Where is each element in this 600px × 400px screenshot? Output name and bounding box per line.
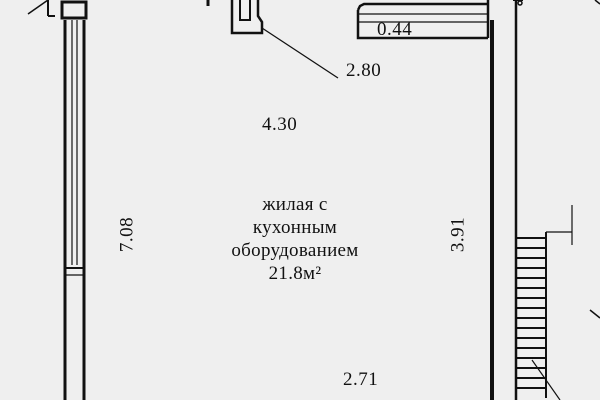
dimension-label-4-30: 4.30	[262, 114, 298, 135]
room-area: 21.8м²	[268, 263, 322, 284]
right-wall	[490, 0, 523, 400]
dimension-label-2-80: 2.80	[346, 60, 382, 81]
dimension-label-7-08: 7.08	[116, 216, 138, 253]
partition-wall	[356, 0, 490, 40]
dimension-label-2-71: 2.71	[343, 369, 379, 390]
left-window	[60, 0, 88, 400]
room-type-line-1: жилая с	[262, 194, 328, 215]
room-type-line-2: кухонным	[252, 217, 338, 238]
room-label: жилая с кухонным оборудованием 21.8м²	[200, 193, 390, 285]
kitchen-fixture	[230, 0, 339, 79]
dimension-label-3-91: 3.91	[447, 216, 469, 253]
stair-treads	[516, 205, 600, 400]
room-type-line-3: оборудованием	[231, 240, 359, 261]
edge-mark	[594, 0, 600, 5]
top-left-wall-fragment	[27, 0, 55, 17]
dimension-label-0-44: 0.44	[377, 19, 413, 40]
